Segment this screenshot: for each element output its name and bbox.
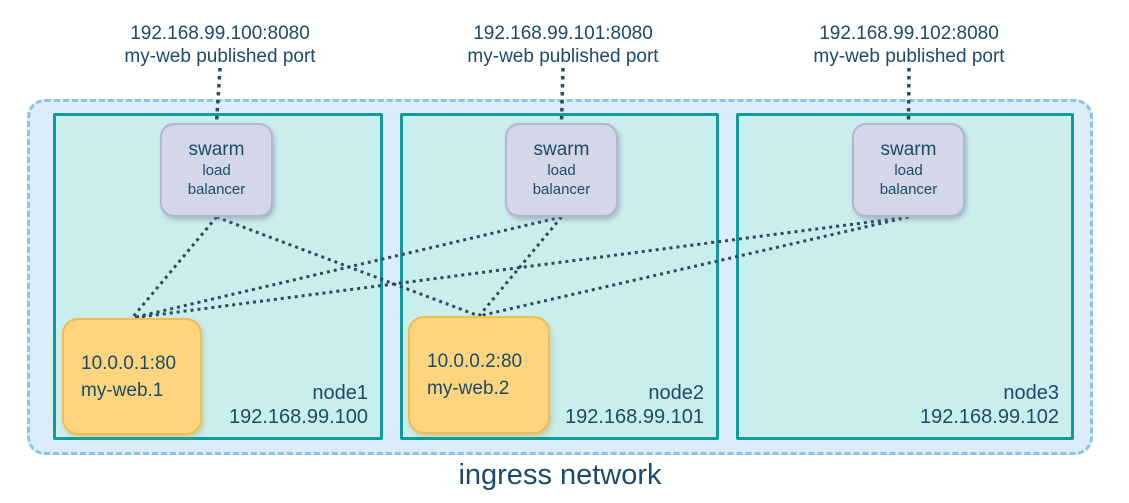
lb-label: load: [202, 162, 231, 179]
node-name: node1: [312, 382, 368, 404]
published-port-label-1: 192.168.99.100:8080 my-web published por…: [124, 22, 315, 68]
ingress-network-label: ingress network: [458, 459, 662, 491]
published-port-address: 192.168.99.100:8080: [130, 23, 310, 44]
lb-label: swarm: [533, 139, 590, 160]
task-address: 10.0.0.1:80: [81, 352, 177, 374]
published-port-address: 192.168.99.101:8080: [473, 23, 653, 44]
task-name: my-web.1: [81, 379, 164, 401]
node3-label: node3 192.168.99.102: [920, 381, 1059, 429]
task-address: 10.0.0.2:80: [427, 351, 523, 372]
node2-label: node2 192.168.99.101: [565, 381, 704, 429]
node1-label: node1 192.168.99.100: [229, 381, 368, 429]
task-name: my-web.2: [427, 378, 510, 399]
node-ip: 192.168.99.100: [228, 406, 368, 428]
task-my-web-1: 10.0.0.1:80 my-web.1: [62, 318, 202, 435]
lb-label: swarm: [188, 139, 245, 160]
node-ip: 192.168.99.101: [564, 406, 704, 428]
published-port-caption: my-web published port: [467, 46, 659, 67]
lb-label: balancer: [187, 181, 246, 198]
published-port-caption: my-web published port: [124, 46, 316, 67]
node-name: node2: [648, 382, 704, 404]
lb-label: load: [547, 162, 576, 179]
lb-label: swarm: [880, 139, 937, 160]
published-port-label-2: 192.168.99.101:8080 my-web published por…: [467, 22, 658, 68]
published-port-address: 192.168.99.102:8080: [819, 23, 999, 44]
lb-node2: swarm load balancer: [505, 123, 618, 217]
lb-node1: swarm load balancer: [160, 123, 273, 217]
lb-node3: swarm load balancer: [852, 123, 965, 217]
lb-label: balancer: [879, 181, 938, 198]
task-my-web-2: 10.0.0.2:80 my-web.2: [408, 316, 550, 434]
lb-label: load: [894, 162, 923, 179]
published-port-caption: my-web published port: [813, 46, 1005, 67]
published-port-label-3: 192.168.99.102:8080 my-web published por…: [813, 22, 1004, 68]
lb-label: balancer: [532, 181, 591, 198]
node-name: node3: [1003, 382, 1059, 404]
node-ip: 192.168.99.102: [919, 406, 1059, 428]
